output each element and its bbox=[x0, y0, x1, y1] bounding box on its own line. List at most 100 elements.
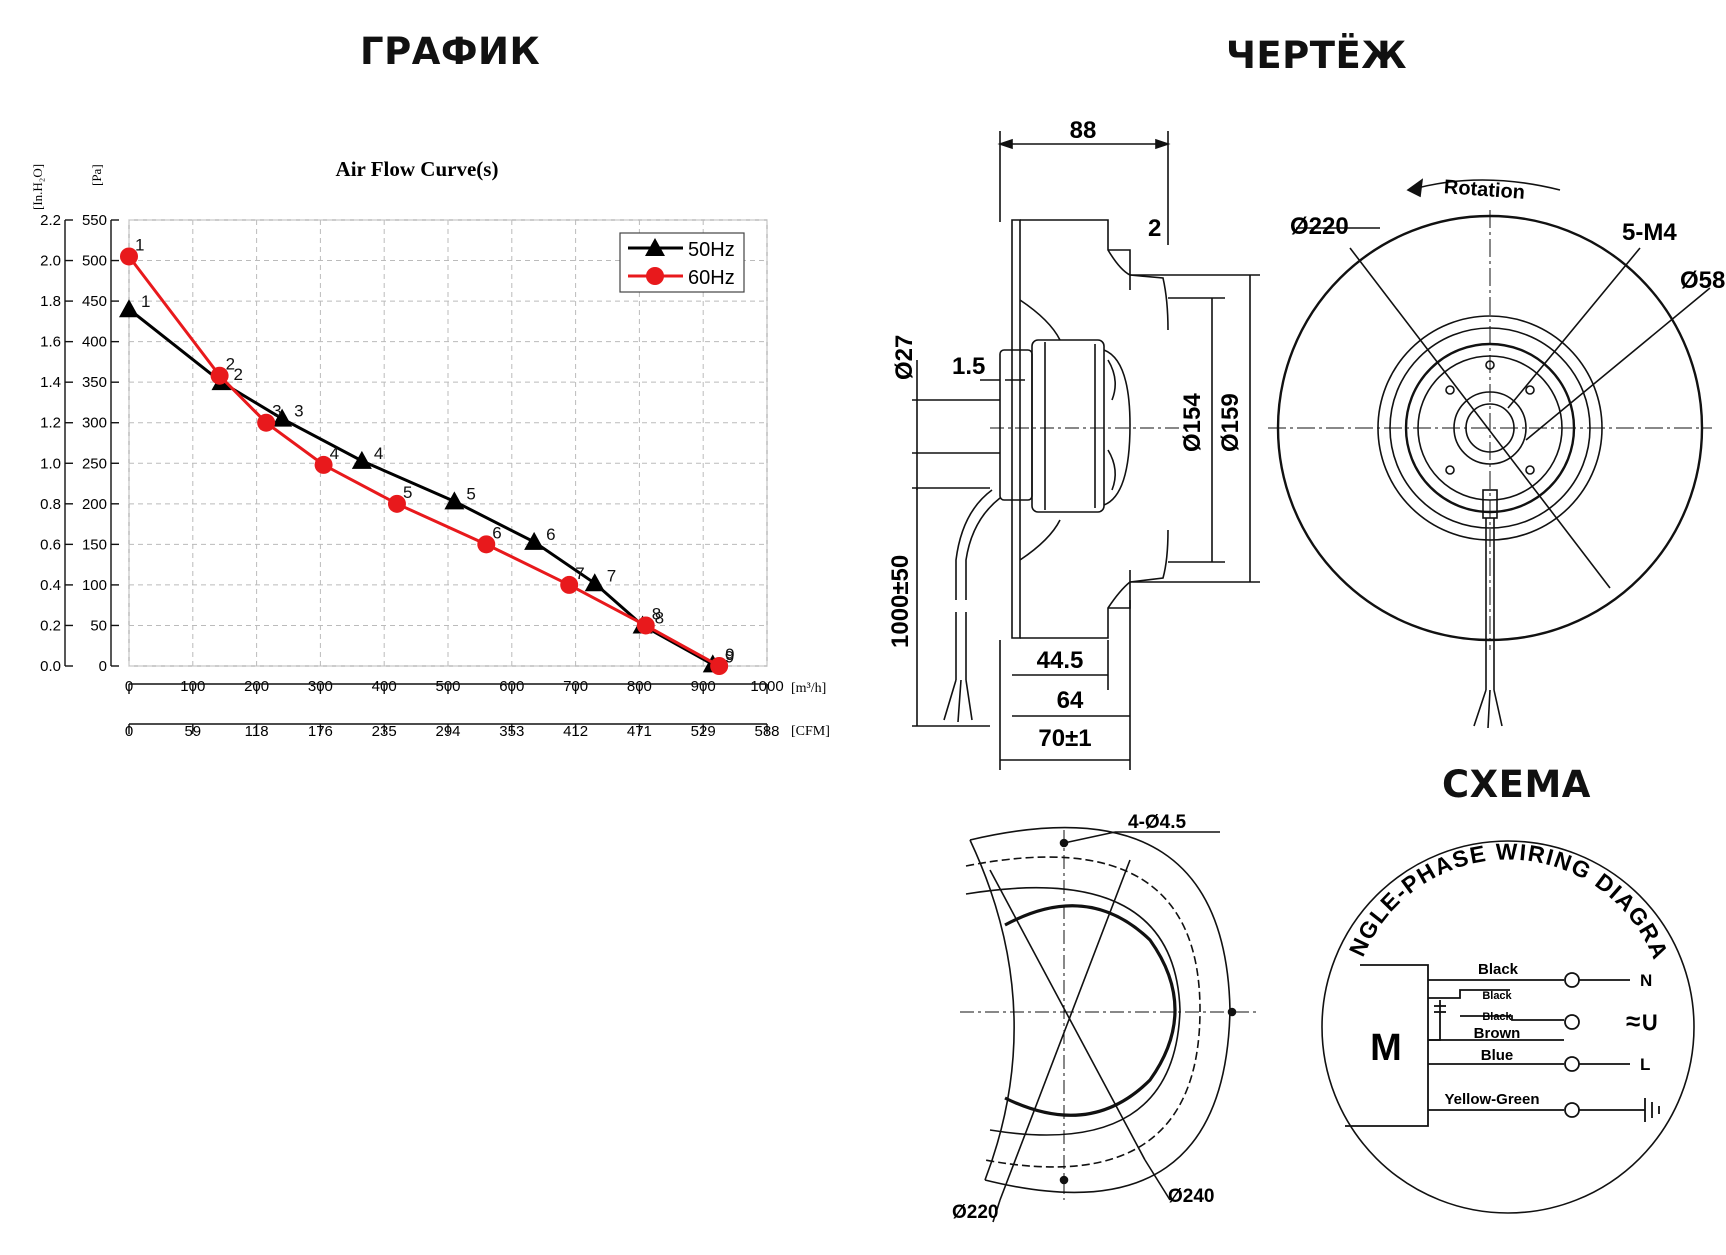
x-tick-label-cfm: 176 bbox=[308, 723, 333, 740]
x-tick-label: 400 bbox=[372, 678, 397, 695]
point-50Hz bbox=[119, 299, 139, 318]
x-tick-label-cfm: 529 bbox=[691, 723, 716, 740]
y-tick-label: 50 bbox=[90, 617, 107, 634]
x-tick-label: 1000 bbox=[750, 678, 783, 695]
x-tick-label: 800 bbox=[627, 678, 652, 695]
dim-2: 2 bbox=[1148, 215, 1161, 242]
y-tick-label-inh2o: 1.4 bbox=[40, 374, 61, 391]
point-60Hz bbox=[560, 575, 579, 594]
dim-220-flange: Ø220 bbox=[952, 1202, 998, 1223]
terminal-n: N bbox=[1640, 971, 1652, 990]
dim-1000: 1000±50 bbox=[887, 555, 914, 648]
x-tick-label: 600 bbox=[499, 678, 524, 695]
y-tick-label-inh2o: 0.0 bbox=[40, 658, 61, 675]
x-tick-label: 500 bbox=[435, 678, 460, 695]
y-tick-label-inh2o: 0.4 bbox=[40, 577, 61, 594]
x-unit-m3h: [m³/h] bbox=[791, 681, 826, 696]
point-label-60Hz: 2 bbox=[226, 355, 235, 374]
dim-240: Ø240 bbox=[1168, 1186, 1214, 1207]
y-tick-label: 100 bbox=[82, 577, 107, 594]
y-tick-label: 300 bbox=[82, 415, 107, 432]
x-tick-label: 200 bbox=[244, 678, 269, 695]
y-unit-inh2o: [In.H₂O] bbox=[30, 164, 45, 210]
x-tick-label-cfm: 235 bbox=[372, 723, 397, 740]
scheme-section-title: СХЕМА bbox=[1442, 763, 1591, 806]
y-tick-label-inh2o: 0.8 bbox=[40, 496, 61, 513]
wiring-circle bbox=[1321, 840, 1695, 1214]
wire-yellow-green: Yellow-Green bbox=[1444, 1091, 1539, 1108]
point-60Hz bbox=[387, 494, 406, 513]
x-tick-label-cfm: 294 bbox=[435, 723, 460, 740]
x-tick-label-cfm: 471 bbox=[627, 723, 652, 740]
point-label-50Hz: 5 bbox=[466, 484, 475, 503]
point-label-50Hz: 7 bbox=[607, 566, 616, 585]
terminal-l: L bbox=[1640, 1055, 1650, 1074]
chart-title: Air Flow Curve(s) bbox=[336, 157, 499, 181]
motor-label: M bbox=[1370, 1027, 1402, 1069]
x-tick-label: 300 bbox=[308, 678, 333, 695]
y-tick-label: 350 bbox=[82, 374, 107, 391]
x-tick-label: 100 bbox=[180, 678, 205, 695]
x-tick-label-cfm: 588 bbox=[754, 723, 779, 740]
point-label-60Hz: 8 bbox=[652, 604, 661, 623]
point-60Hz bbox=[120, 247, 138, 266]
point-label-50Hz: 4 bbox=[374, 444, 383, 463]
legend-50hz-label: 50Hz bbox=[688, 239, 735, 261]
dim-27: Ø27 bbox=[891, 335, 918, 380]
chart-axes: 0010059200118300176400235500294600353700… bbox=[40, 212, 784, 740]
point-label-60Hz: 4 bbox=[330, 444, 339, 463]
graph-section-title: ГРАФИК bbox=[360, 30, 541, 73]
point-label-60Hz: 1 bbox=[135, 235, 144, 254]
y-tick-label-inh2o: 1.0 bbox=[40, 455, 61, 472]
chart-legend: 50Hz 60Hz bbox=[619, 232, 745, 293]
wire-black-3: Black bbox=[1482, 1011, 1512, 1023]
dim-159: Ø159 bbox=[1217, 393, 1244, 452]
legend-60hz-marker bbox=[646, 267, 664, 285]
point-label-60Hz: 5 bbox=[403, 483, 412, 502]
y-tick-label: 250 bbox=[82, 455, 107, 472]
point-50Hz bbox=[272, 408, 293, 427]
dim-220-front: Ø220 bbox=[1290, 213, 1349, 240]
point-60Hz bbox=[257, 413, 276, 432]
point-label-50Hz: 9 bbox=[725, 647, 734, 666]
legend-50hz-marker bbox=[645, 238, 665, 256]
point-label-50Hz: 3 bbox=[294, 402, 303, 421]
y-tick-label: 150 bbox=[82, 536, 107, 553]
x-tick-label: 900 bbox=[691, 678, 716, 695]
drawing-section-title: ЧЕРТЁЖ bbox=[1226, 34, 1408, 77]
x-tick-label-cfm: 118 bbox=[245, 723, 269, 740]
point-label-60Hz: 6 bbox=[492, 523, 501, 542]
y-tick-label-inh2o: 0.2 bbox=[40, 617, 61, 634]
dim-58: Ø58 bbox=[1680, 267, 1725, 294]
y-tick-label: 400 bbox=[82, 334, 107, 351]
point-label-50Hz: 2 bbox=[234, 365, 243, 384]
wire-blue: Blue bbox=[1481, 1047, 1514, 1064]
point-60Hz bbox=[314, 455, 333, 474]
dim-64: 64 bbox=[1057, 687, 1084, 714]
dim-88: 88 bbox=[1070, 117, 1097, 144]
y-tick-label: 550 bbox=[82, 212, 107, 229]
point-60Hz bbox=[477, 535, 496, 554]
point-label-50Hz: 6 bbox=[546, 525, 555, 544]
point-60Hz bbox=[710, 657, 729, 675]
point-50Hz bbox=[444, 491, 465, 510]
y-tick-label-inh2o: 1.2 bbox=[40, 415, 61, 432]
y-tick-label: 500 bbox=[82, 253, 107, 270]
dim-4-holes: 4-Ø4.5 bbox=[1128, 812, 1187, 833]
y-tick-label-inh2o: 1.6 bbox=[40, 334, 61, 351]
point-label-60Hz: 3 bbox=[272, 402, 281, 421]
point-label-60Hz: 9 bbox=[725, 645, 734, 664]
point-50Hz bbox=[351, 450, 372, 469]
dim-1-5: 1.5 bbox=[952, 353, 985, 380]
x-tick-label-cfm: 0 bbox=[125, 723, 133, 740]
y-tick-label: 450 bbox=[82, 293, 107, 310]
x-tick-label: 700 bbox=[563, 678, 588, 695]
y-tick-label-inh2o: 2.2 bbox=[40, 212, 61, 229]
